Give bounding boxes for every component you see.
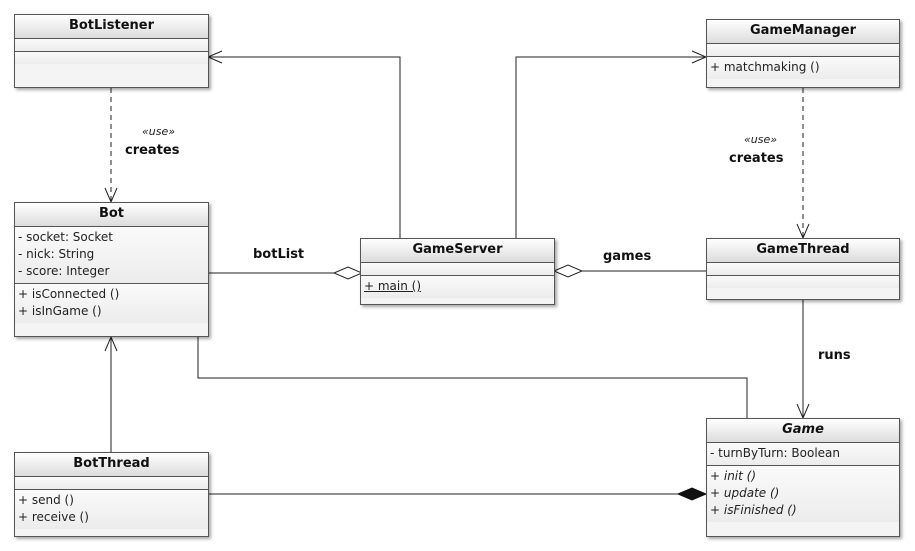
- gameserver-to-gamemanager-line: [515, 56, 706, 238]
- operation-text: + main (): [364, 279, 422, 293]
- operation: + send (): [18, 493, 74, 507]
- class-name: GameManager: [707, 20, 899, 44]
- operation-text: + isFinished (): [710, 503, 797, 517]
- attributes-section: [707, 263, 899, 276]
- operation: + matchmaking (): [710, 60, 820, 74]
- operations-section: + matchmaking (): [707, 57, 899, 79]
- operation: + isInGame (): [18, 304, 102, 318]
- composition-diamond: [676, 487, 708, 501]
- attributes-section: - turnByTurn: Boolean: [707, 443, 899, 466]
- operation: + receive (): [18, 510, 89, 524]
- bot-navigable-arrowhead: [104, 335, 118, 352]
- operation: + main (): [361, 278, 554, 295]
- operations-section: [15, 52, 208, 64]
- gameserver-to-botlistener-line: [208, 56, 401, 238]
- class-name: GameServer: [361, 239, 554, 263]
- operation-text: + init (): [710, 469, 757, 483]
- attribute: - score: Integer: [18, 264, 110, 278]
- class-gamethread[interactable]: GameThread: [706, 238, 900, 300]
- class-game[interactable]: Game - turnByTurn: Boolean + init () + u…: [706, 418, 900, 537]
- botlist-aggregation-diamond: [332, 266, 364, 280]
- class-botlistener[interactable]: BotListener: [14, 14, 209, 88]
- operations-section: + init () + update () + isFinished (): [707, 466, 899, 522]
- class-name: Bot: [15, 203, 208, 227]
- attributes-section: [707, 44, 899, 57]
- games-aggregation-diamond: [552, 264, 584, 278]
- operation: + init (): [707, 468, 899, 485]
- creates-label-right: creates: [729, 151, 784, 166]
- operations-section: + isConnected () + isInGame (): [15, 284, 208, 323]
- class-name: Game: [707, 419, 899, 443]
- use-stereotype-left: «use»: [142, 125, 176, 138]
- attributes-section: [15, 39, 208, 52]
- class-name: BotThread: [15, 453, 208, 477]
- class-gamemanager[interactable]: GameManager + matchmaking (): [706, 19, 900, 88]
- botlist-label: botList: [253, 247, 305, 262]
- attributes-section: [361, 263, 554, 276]
- operations-section: + send () + receive (): [15, 490, 208, 529]
- games-label: games: [603, 249, 652, 264]
- attribute: - socket: Socket: [18, 230, 113, 244]
- runs-label: runs: [818, 348, 851, 363]
- attribute: - nick: String: [18, 247, 95, 261]
- operation: + update (): [707, 485, 899, 502]
- attributes-section: [15, 477, 208, 490]
- class-name: BotListener: [15, 15, 208, 39]
- attribute: - turnByTurn: Boolean: [710, 446, 841, 460]
- operations-section: [707, 276, 899, 288]
- operation: + isConnected (): [18, 287, 120, 301]
- use-stereotype-right: «use»: [744, 133, 778, 146]
- operation: + isFinished (): [707, 502, 899, 519]
- operations-section: + main (): [361, 276, 554, 298]
- bot-game-association-line: [197, 337, 748, 418]
- attributes-section: - socket: Socket - nick: String - score:…: [15, 227, 208, 284]
- class-name: GameThread: [707, 239, 899, 263]
- class-gameserver[interactable]: GameServer + main (): [360, 238, 555, 305]
- class-botthread[interactable]: BotThread + send () + receive (): [14, 452, 209, 537]
- operation-text: + update (): [710, 486, 780, 500]
- class-bot[interactable]: Bot - socket: Socket - nick: String - sc…: [14, 202, 209, 337]
- creates-label-left: creates: [125, 143, 180, 158]
